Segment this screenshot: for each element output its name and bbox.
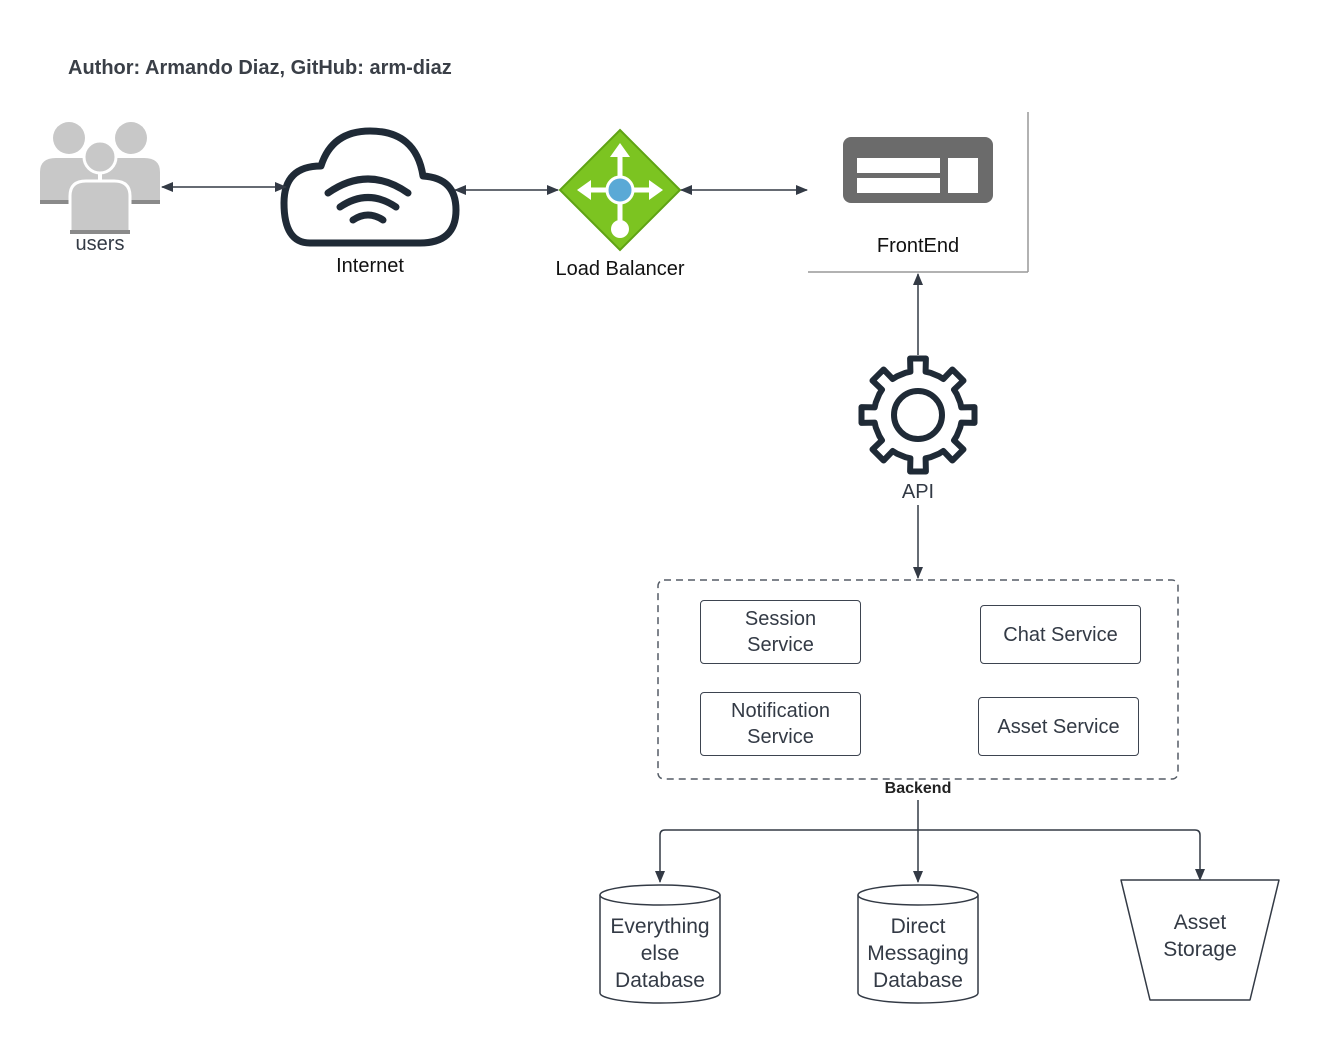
chat-service-box[interactable]: Chat Service	[980, 605, 1141, 664]
session-service-box[interactable]: Session Service	[700, 600, 861, 664]
internet-label: Internet	[336, 255, 404, 277]
session-service-label: Session Service	[744, 608, 817, 656]
gear-icon	[858, 355, 978, 475]
web-window-icon	[843, 137, 993, 203]
direct-messaging-database-shape	[857, 884, 979, 1004]
users-label: users	[75, 233, 125, 255]
notification-service-box[interactable]: Notification Service	[700, 692, 861, 756]
backend-everything-db-connector	[655, 829, 918, 883]
asset-storage-shape	[1120, 879, 1280, 1001]
asset-service-label: Asset Service	[997, 715, 1120, 738]
chat-service-label: Chat Service	[1003, 623, 1118, 646]
direct-messaging-database-label: Direct Messaging Database	[867, 914, 969, 992]
everything-else-database-label: Everything else Database	[610, 914, 710, 992]
author-credit: Author: Armando Diaz, GitHub: arm-diaz	[68, 57, 452, 79]
cloud-wifi-icon	[280, 127, 460, 247]
everything-else-database-shape	[599, 884, 721, 1004]
backend-label: Backend	[884, 780, 952, 797]
backend-asset-storage-connector	[918, 829, 1205, 881]
users-group-icon	[40, 122, 160, 234]
asset-storage-label: Asset Storage	[1163, 911, 1237, 961]
notification-service-label: Notification Service	[731, 700, 830, 748]
load-balancer-label: Load Balancer	[555, 258, 685, 280]
backend-container	[657, 579, 1179, 780]
frontend-label: FrontEnd	[876, 235, 960, 257]
asset-service-box[interactable]: Asset Service	[978, 697, 1139, 756]
frontend-frame	[808, 112, 1029, 273]
api-label: API	[901, 481, 935, 503]
load-balancer-icon	[558, 128, 682, 252]
